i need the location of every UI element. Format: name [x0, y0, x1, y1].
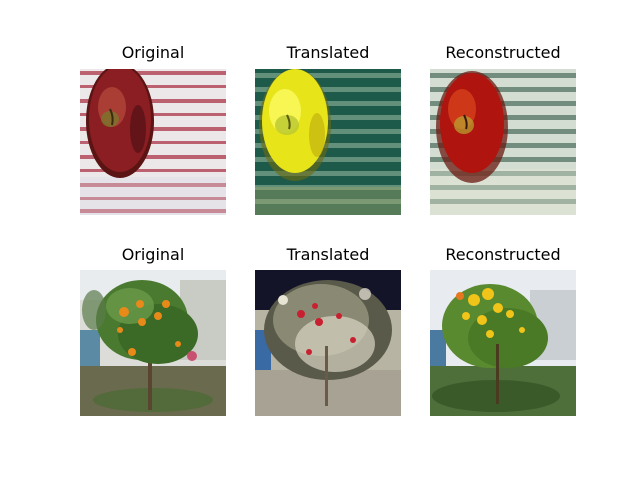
tree-reconstructed-image	[430, 270, 576, 416]
panel-title-reconstructed-apple: Reconstructed	[445, 43, 561, 62]
panel-title-original-tree: Original	[121, 245, 185, 264]
tree-original-image	[80, 270, 226, 416]
apple-translated-image	[255, 69, 401, 215]
tree-translated-image	[255, 270, 401, 416]
panel-title-reconstructed-tree: Reconstructed	[445, 245, 561, 264]
apple-original-image	[80, 69, 226, 215]
panel-title-translated-apple: Translated	[286, 43, 370, 62]
apple-reconstructed-image	[430, 69, 576, 215]
panel-title-original-apple: Original	[121, 43, 185, 62]
panel-title-translated-tree: Translated	[286, 245, 370, 264]
